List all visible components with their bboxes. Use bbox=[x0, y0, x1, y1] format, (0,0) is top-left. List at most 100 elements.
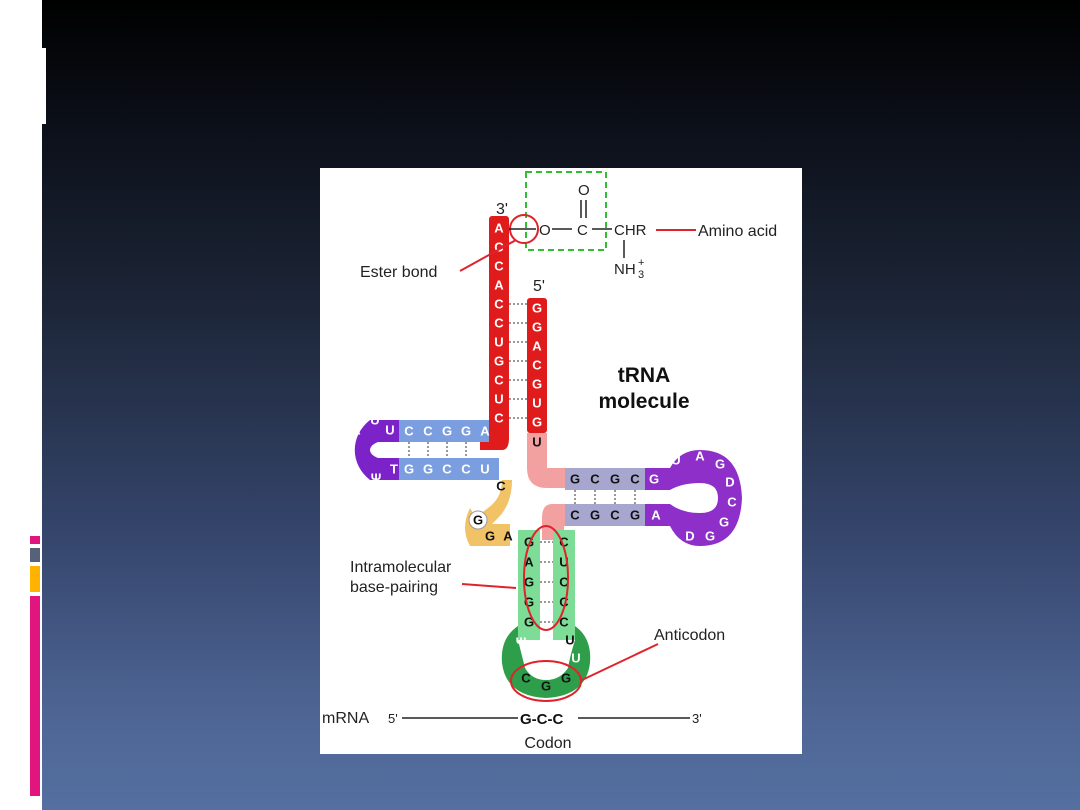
d-arm-bottom bbox=[399, 458, 499, 480]
chem-nh3-sup: + bbox=[638, 257, 644, 269]
base: C bbox=[494, 240, 504, 255]
label-amino-acid: Amino acid bbox=[698, 223, 777, 240]
base: U bbox=[494, 335, 503, 350]
base: Ψ bbox=[516, 635, 527, 650]
base: C bbox=[532, 358, 542, 373]
base: C bbox=[559, 595, 569, 610]
t-arm-pair-lines bbox=[574, 490, 636, 504]
anticodon-arm-bases: G A G G G C U C C C U bbox=[524, 535, 575, 648]
base: G bbox=[461, 424, 471, 439]
base: G bbox=[715, 457, 725, 472]
base: U bbox=[370, 413, 379, 428]
base-pairing-pointer bbox=[461, 583, 517, 589]
base: A bbox=[695, 449, 705, 464]
base: C bbox=[461, 462, 471, 477]
base: C bbox=[494, 259, 504, 274]
d-loop bbox=[354, 420, 399, 480]
acceptor-5prime-strand bbox=[527, 298, 547, 433]
label-mrna-5: 5' bbox=[388, 711, 398, 726]
base: C bbox=[521, 671, 531, 686]
label-5prime-top: 5' bbox=[533, 278, 545, 295]
base: G bbox=[590, 508, 600, 523]
base: A bbox=[532, 339, 542, 354]
base: C bbox=[494, 411, 504, 426]
base: G bbox=[532, 320, 542, 335]
base: G bbox=[473, 513, 483, 528]
base: C bbox=[349, 463, 359, 478]
base: A bbox=[494, 278, 504, 293]
anticodon-pointer bbox=[581, 643, 659, 681]
label-ester-bond: Ester bond bbox=[360, 264, 437, 281]
label-mrna-3: 3' bbox=[692, 711, 702, 726]
base: C bbox=[559, 535, 569, 550]
base: C bbox=[570, 508, 580, 523]
t-arm-bases: G C G C C G C G bbox=[570, 472, 640, 523]
accent-bar-gold bbox=[30, 566, 40, 592]
codon-sequence: G-C-C bbox=[520, 711, 563, 728]
variable-region bbox=[465, 508, 510, 546]
base: C bbox=[442, 462, 452, 477]
base: U bbox=[671, 453, 680, 468]
label-codon: Codon bbox=[524, 735, 571, 752]
base: C bbox=[559, 575, 569, 590]
base: D bbox=[685, 529, 694, 544]
t-loop bbox=[645, 450, 742, 546]
anticodon-arm-left bbox=[518, 530, 540, 640]
base: A bbox=[494, 221, 504, 236]
chem-c-link: C bbox=[577, 222, 588, 239]
base: G bbox=[423, 462, 433, 477]
base: G bbox=[532, 415, 542, 430]
base: G bbox=[524, 615, 534, 630]
base: C bbox=[423, 424, 433, 439]
base: G bbox=[494, 354, 504, 369]
anticodon-loop-bases: Ψ U C G G bbox=[516, 635, 581, 694]
base: T bbox=[390, 462, 398, 477]
base: G bbox=[404, 462, 414, 477]
anticodon-loop bbox=[501, 626, 591, 698]
base: Ψ bbox=[371, 471, 382, 486]
trna-diagram: .base { font-weight:bold; font-size:13px… bbox=[322, 171, 777, 752]
trna-figure: .base { font-weight:bold; font-size:13px… bbox=[320, 168, 802, 754]
base: G bbox=[524, 575, 534, 590]
base: U bbox=[559, 555, 568, 570]
elbow-t-arm bbox=[527, 453, 565, 488]
base: A bbox=[503, 529, 513, 544]
acceptor-u-block bbox=[527, 433, 547, 453]
base: G bbox=[570, 472, 580, 487]
base: C bbox=[404, 424, 414, 439]
base: G bbox=[532, 377, 542, 392]
base: U bbox=[565, 633, 574, 648]
corner-bars-icon bbox=[22, 48, 46, 124]
label-mrna: mRNA bbox=[322, 710, 369, 727]
chem-o-link: O bbox=[539, 222, 551, 239]
d-arm-top bbox=[399, 420, 489, 442]
acceptor-5prime-bases: G G A C G U G U bbox=[532, 301, 542, 450]
base: G bbox=[485, 529, 495, 544]
chem-o-top: O bbox=[578, 182, 590, 199]
t-loop-bases: G U A G D C G G D A bbox=[649, 449, 737, 544]
base: G bbox=[649, 472, 659, 487]
label-anticodon: Anticodon bbox=[654, 627, 725, 644]
carboxyl-dashed-box bbox=[525, 171, 607, 251]
base: C bbox=[494, 297, 504, 312]
ester-bond-pointer bbox=[459, 239, 517, 272]
base: G bbox=[343, 443, 353, 458]
acceptor-3prime-strand bbox=[489, 216, 509, 426]
base: C bbox=[494, 316, 504, 331]
base: G bbox=[561, 671, 571, 686]
accent-bar-pink bbox=[30, 596, 40, 796]
base: U bbox=[494, 392, 503, 407]
base: G bbox=[442, 424, 452, 439]
base: D bbox=[725, 475, 734, 490]
base: G bbox=[524, 535, 534, 550]
base: C bbox=[496, 479, 506, 494]
base: U bbox=[480, 462, 489, 477]
base: A bbox=[480, 424, 490, 439]
d-arm-pair-lines bbox=[408, 442, 467, 458]
base: C bbox=[494, 373, 504, 388]
chem-nh3-sub: 3 bbox=[638, 269, 644, 281]
base: G bbox=[705, 529, 715, 544]
base: G bbox=[541, 679, 551, 694]
title-trna: tRNA bbox=[618, 364, 671, 387]
base: C bbox=[610, 508, 620, 523]
